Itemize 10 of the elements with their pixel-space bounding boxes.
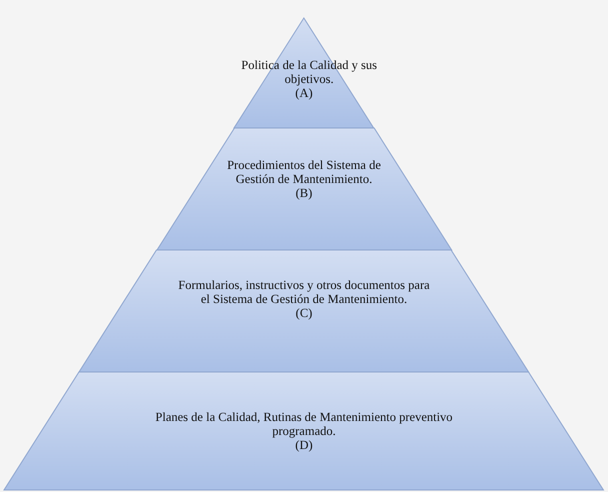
tier-text: Procedimientos del Sistema de Gestión de Mantenimiento.	[226, 158, 382, 186]
tier-text: Politica de la Calidad y sus objetivos.	[240, 58, 378, 86]
tier-letter: (C)	[296, 306, 312, 320]
tier-text: Formularios, instructivos y otros documentos para el Sistema de Gestión de Mantenimiento.	[177, 278, 431, 306]
tier-letter: (B)	[296, 186, 312, 200]
pyramid-tier	[79, 250, 529, 372]
tier-letter: (A)	[295, 86, 313, 100]
tier-letter: (D)	[295, 438, 313, 452]
tier-text: Planes de la Calidad, Rutinas de Mantenimiento preventivo programado.	[154, 410, 454, 438]
pyramid-tier	[4, 372, 604, 490]
